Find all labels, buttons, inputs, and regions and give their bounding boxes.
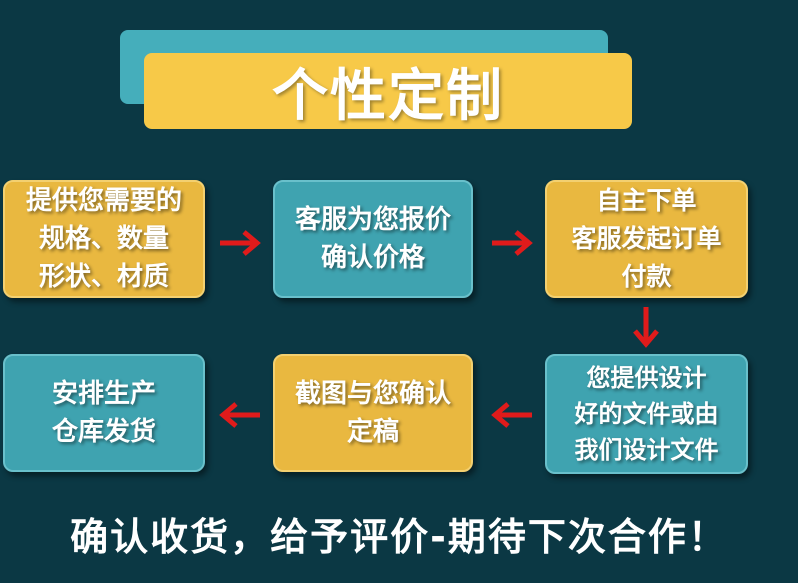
step-production-shipping: 安排生产 仓库发货 [3,354,205,472]
step-quote-price-text: 客服为您报价 确认价格 [294,205,451,273]
arrow-left-icon [219,402,260,428]
step-provide-specs: 提供您需要的 规格、数量 形状、材质 [3,180,205,298]
arrow-down-icon [633,307,659,348]
arrow-left-icon [491,402,532,428]
page-title: 个性定制 [144,53,632,129]
step-confirm-screenshot: 截图与您确认 定稿 [273,354,473,472]
step-place-order: 自主下单 客服发起订单 付款 [545,180,748,298]
step-confirm-screenshot-text: 截图与您确认 定稿 [294,379,451,447]
footer-slogan: 确认收货，给予评价-期待下次合作！ [70,515,728,559]
arrow-right-icon [492,230,533,256]
step-provide-specs-text: 提供您需要的 规格、数量 形状、材质 [25,186,182,292]
step-quote-price: 客服为您报价 确认价格 [273,180,473,298]
step-place-order-text: 自主下单 客服发起订单 付款 [571,186,722,291]
arrow-right-icon [220,230,261,256]
step-production-shipping-text: 安排生产 仓库发货 [51,379,156,447]
step-design-file-text: 您提供设计 好的文件或由 我们设计文件 [574,364,719,464]
step-design-file: 您提供设计 好的文件或由 我们设计文件 [545,354,748,474]
